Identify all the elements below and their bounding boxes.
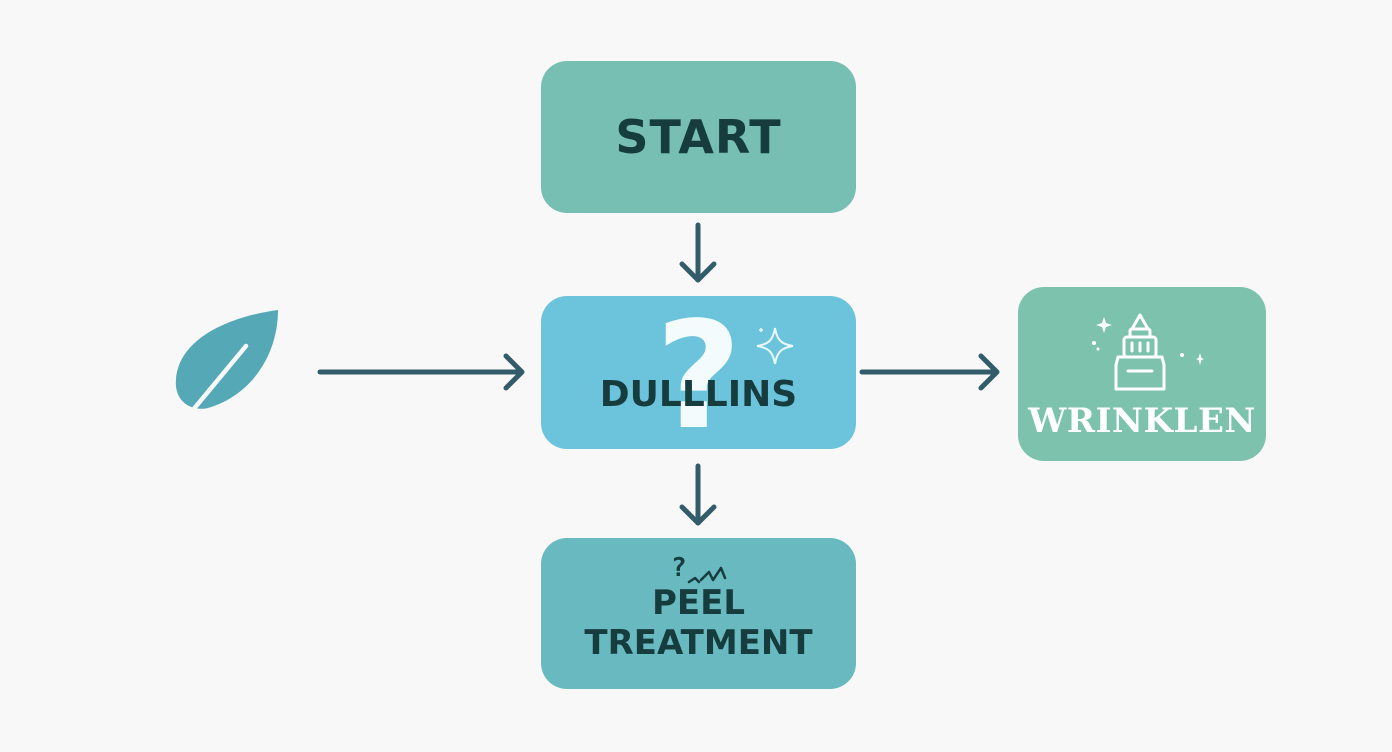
serum-bottle-icon <box>1092 313 1204 391</box>
dullness-node: ? DULLLINS <box>541 296 856 449</box>
peel-node: ? PEEL TREATMENT <box>541 538 856 689</box>
peel-label-line1: PEEL <box>651 583 746 623</box>
wrinkle-label: WRINKLEN <box>1028 401 1256 441</box>
peel-marks-icon: ? <box>671 553 727 584</box>
arrow-dullness-to-peel <box>679 463 717 526</box>
arrow-leaf-to-dullness <box>317 353 525 391</box>
start-label: START <box>615 110 782 164</box>
question-mark-icon: ? <box>655 296 742 449</box>
arrow-start-to-dullness <box>679 222 717 283</box>
sparkle-icon <box>756 327 794 365</box>
peel-question-mark: ? <box>671 553 687 583</box>
peel-label-line2: TREATMENT <box>584 623 813 663</box>
leaf-icon <box>175 310 278 431</box>
start-node: START <box>541 61 856 213</box>
arrow-dullness-to-wrinkle <box>859 353 1000 391</box>
dullness-label: DULLLINS <box>599 374 798 415</box>
wrinkle-node: WRINKLEN <box>1018 287 1266 461</box>
